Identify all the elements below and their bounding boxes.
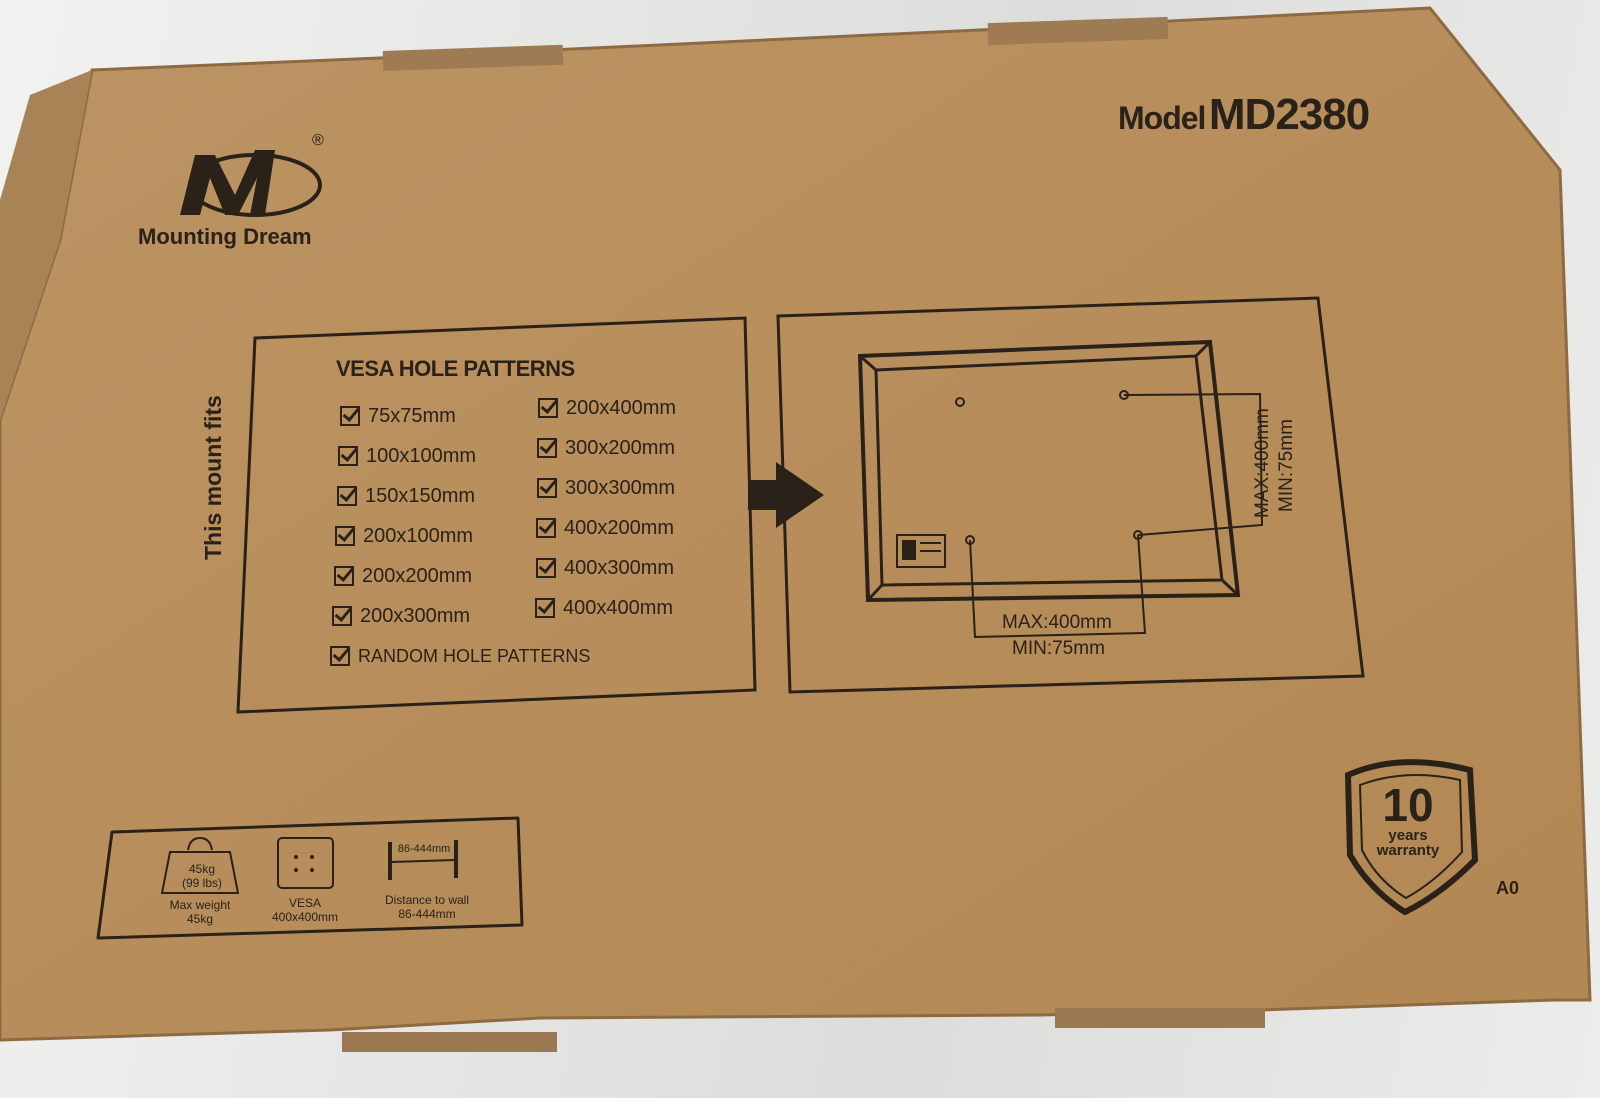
checkbox-checked-icon (535, 598, 555, 618)
tape-strip-bottom-right (1055, 1008, 1265, 1028)
checkbox-checked-icon (340, 406, 360, 426)
checkbox-checked-icon (537, 438, 557, 458)
checkbox-checked-icon (337, 486, 357, 506)
box-face (0, 6, 1592, 1042)
pattern-item: 400x300mm (536, 548, 676, 588)
vertical-min-label: MIN:75mm (1276, 419, 1297, 512)
weight-icon (160, 836, 240, 894)
weight-icon-text: 45kg (99 lbs) (181, 862, 222, 890)
checkbox-checked-icon (536, 558, 556, 578)
mounting-dream-logo-icon (180, 150, 322, 217)
vesa-title: VESA HOLE PATTERNS (336, 356, 575, 381)
pattern-item-random: RANDOM HOLE PATTERNS (330, 636, 590, 676)
vesa-caption: VESA 400x400mm (271, 896, 339, 924)
weight-caption: Max weight 45kg (169, 898, 231, 926)
vesa-plate-icon (277, 837, 334, 889)
tape-strip-top-left (382, 44, 564, 72)
fits-label: This mount fits (200, 395, 226, 560)
box-edge-left (0, 70, 92, 420)
box-code: A0 (1496, 878, 1520, 898)
model-label: Model (1118, 100, 1206, 136)
distance-icon-text: 86-444mm (397, 843, 451, 855)
pattern-item: 300x200mm (537, 428, 676, 468)
arrow-right-icon (748, 462, 824, 528)
checkbox-checked-icon (334, 566, 354, 586)
warranty-badge: 10 years warranty (1366, 782, 1450, 859)
warranty-shield-icon (1344, 759, 1479, 916)
vesa-patterns-frame (236, 316, 757, 714)
checkbox-checked-icon (338, 446, 358, 466)
model-heading: Model MD2380 (1118, 90, 1370, 140)
patterns-left-column: 75x75mm 100x100mm 150x150mm 200x100mm 20… (330, 396, 590, 676)
warranty-years: years (1388, 827, 1428, 844)
diagram-frame (776, 296, 1365, 694)
checkbox-checked-icon (537, 478, 557, 498)
registered-mark: ® (312, 132, 324, 149)
distance-caption: Distance to wall 86-444mm (384, 893, 470, 921)
warranty-word: warranty (1376, 842, 1440, 859)
pattern-item: 150x150mm (337, 476, 590, 516)
pattern-item: 400x200mm (536, 508, 676, 548)
checkbox-checked-icon (330, 646, 350, 666)
patterns-right-column: 200x400mm 300x200mm 300x300mm 400x200mm … (535, 388, 676, 628)
pattern-item: 75x75mm (340, 396, 590, 436)
horizontal-min-label: MIN:75mm (1012, 638, 1105, 659)
distance-icon (388, 840, 458, 880)
pattern-item: 200x400mm (538, 388, 676, 428)
model-number: MD2380 (1208, 90, 1370, 139)
tape-strip-bottom-left (342, 1032, 557, 1052)
checkbox-checked-icon (335, 526, 355, 546)
pattern-item: 200x100mm (335, 516, 590, 556)
pattern-item: 400x400mm (535, 588, 676, 628)
tv-back-diagram (857, 339, 1264, 639)
checkbox-checked-icon (536, 518, 556, 538)
vertical-max-label: MAX:400mm (1252, 408, 1273, 518)
spec-frame (96, 816, 524, 940)
pattern-item: 100x100mm (338, 436, 590, 476)
horizontal-max-label: MAX:400mm (1002, 612, 1112, 633)
pattern-item: 300x300mm (537, 468, 676, 508)
pattern-item: 200x200mm (334, 556, 590, 596)
pattern-item: 200x300mm (332, 596, 590, 636)
warranty-number: 10 (1382, 779, 1434, 831)
tape-strip-top-right (987, 16, 1169, 46)
checkbox-checked-icon (538, 398, 558, 418)
brand-name: Mounting Dream (138, 224, 312, 249)
checkbox-checked-icon (332, 606, 352, 626)
